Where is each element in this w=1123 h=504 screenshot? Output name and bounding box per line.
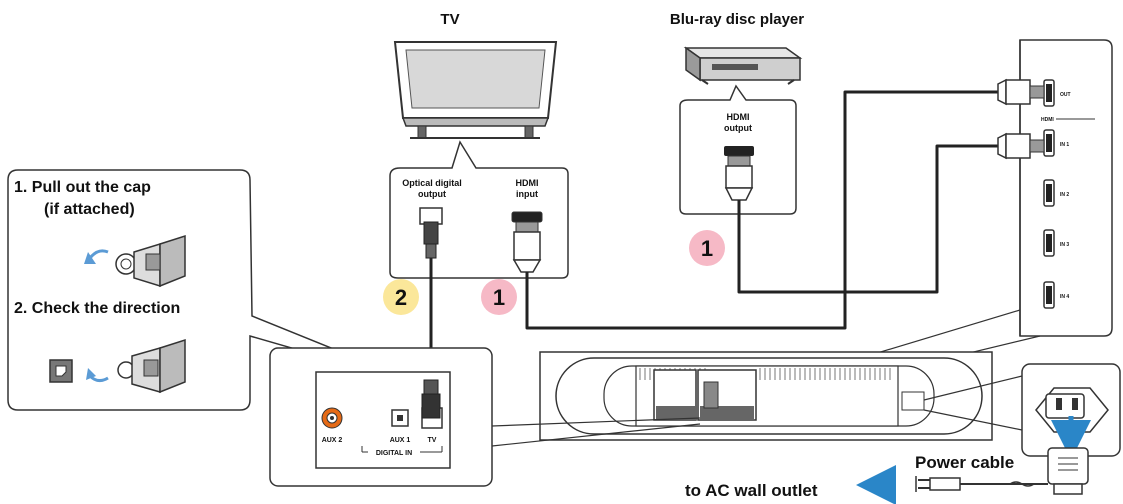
svg-text:1: 1 (701, 236, 713, 261)
power-cable-label: Power cable (915, 453, 1014, 472)
optical-output-label-2: output (418, 189, 446, 199)
hdmi-output-label-2: output (724, 123, 752, 133)
power-plug-icon (1047, 447, 1089, 495)
digital-in-label: DIGITAL IN (376, 450, 412, 457)
hdmi-group-label: HDMI (1041, 117, 1054, 123)
hdmi-in2-label: IN 2 (1060, 192, 1069, 198)
hdmi-out-label: OUT (1060, 92, 1071, 98)
step1-text: 1. Pull out the cap (14, 179, 151, 196)
hdmi-port-icon (724, 146, 754, 156)
ac-wall-outlet-label: to AC wall outlet (685, 481, 818, 500)
tv-label: TV (440, 11, 459, 28)
optical-plug-icon (423, 221, 439, 259)
optical-port-direction-icon (49, 338, 186, 394)
hdmi-in1-label: IN 1 (1060, 142, 1069, 148)
hdmi-input-label-2: input (516, 189, 538, 199)
bluray-output-callout: HDMI output (679, 84, 797, 215)
hdmi-output-label-1: HDMI (727, 112, 750, 122)
aux2-label: AUX 2 (322, 437, 343, 444)
aux1-label: AUX 1 (390, 437, 411, 444)
tv-port-label: TV (428, 437, 437, 444)
hdmi-in4-label: IN 4 (1060, 294, 1069, 300)
digital-zoom-lines (491, 417, 701, 447)
wall-plug-icon (915, 476, 1048, 492)
step1b-text: (if attached) (44, 201, 135, 218)
hdmi-port-icon (511, 211, 543, 223)
svg-text:2: 2 (395, 285, 407, 310)
bluray-label: Blu-ray disc player (670, 11, 804, 28)
bluray-player-icon (683, 46, 803, 85)
tv-outputs-callout: Optical digital output HDMI input (389, 140, 569, 279)
digital-in-panel: AUX 2 AUX 1 TV DIGITAL IN (269, 347, 493, 487)
tv-icon (393, 41, 558, 139)
badge-hdmi-bd: 1 (689, 230, 725, 266)
hdmi-plug-out-icon (997, 78, 1045, 106)
power-inlet-callout (1021, 363, 1121, 460)
sound-bar (539, 351, 993, 441)
badge-hdmi-tv: 1 (481, 279, 517, 315)
hdmi-input-label-1: HDMI (516, 178, 539, 188)
optical-output-label-1: Optical digital (402, 178, 462, 188)
hdmi-in3-label: IN 3 (1060, 242, 1069, 248)
step2-text: 2. Check the direction (14, 300, 180, 317)
hdmi-panel: OUT HDMI IN 1 IN 2 IN 3 IN 4 (1019, 39, 1113, 337)
optical-plug-cap-icon (84, 234, 186, 288)
power-zoom-lines (923, 375, 1023, 431)
hdmi-plug-in1-icon (997, 132, 1045, 160)
svg-text:1: 1 (493, 285, 505, 310)
badge-optical: 2 (383, 279, 419, 315)
hdmi-plug-tv-icon (512, 221, 542, 273)
hdmi-plug-bd-icon (725, 165, 753, 189)
